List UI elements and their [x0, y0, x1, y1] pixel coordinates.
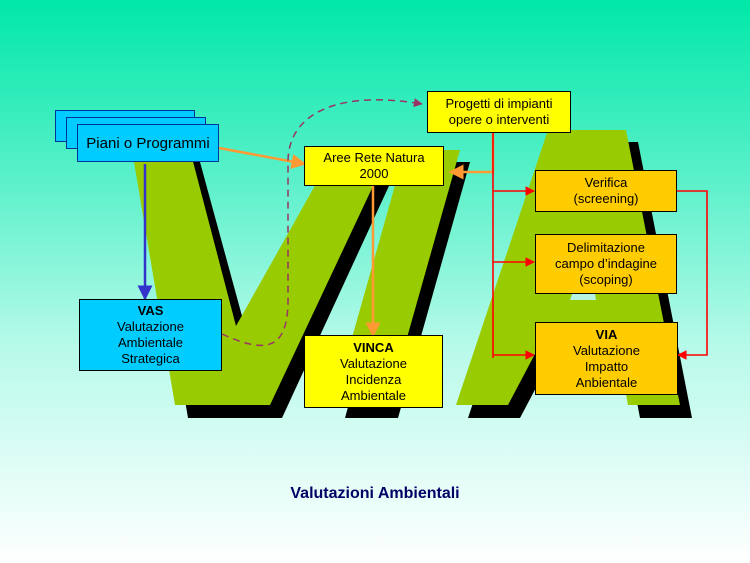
via-title: VIA [595, 326, 618, 342]
progetti-line1: Progetti di impianti [445, 96, 553, 111]
verifica-box[interactable]: Verifica (screening) [535, 170, 677, 212]
piani-programmi-label: Piani o Programmi [86, 134, 210, 152]
vinca-line3: Ambientale [340, 387, 407, 403]
delimitazione-line1: Delimitazione [566, 240, 646, 255]
vas-box[interactable]: VAS Valutazione Ambientale Strategica [79, 299, 222, 371]
vas-line1: Valutazione [117, 319, 184, 334]
dashed-arrow-vas-to-progetti [221, 98, 423, 347]
vas-title: VAS [137, 303, 164, 318]
progetti-box[interactable]: Progetti di impianti opere o interventi [427, 91, 571, 133]
slide-caption: Valutazioni Ambientali [290, 485, 460, 502]
progetti-line2: opere o interventi [448, 112, 550, 127]
piani-programmi-box[interactable]: Piani o Programmi [77, 124, 219, 162]
vinca-line2: Incidenza [345, 371, 402, 387]
vinca-line1: Valutazione [340, 355, 407, 371]
via-line2: Impatto [584, 358, 629, 374]
vinca-box[interactable]: VINCA Valutazione Incidenza Ambientale [304, 335, 443, 408]
delimitazione-box[interactable]: Delimitazione campo d’indagine (scoping) [535, 234, 677, 294]
via-line3: Anbientale [575, 374, 638, 390]
arrow-piani-to-aree [218, 146, 307, 169]
aree-line2: 2000 [359, 166, 389, 181]
aree-rete-natura-box[interactable]: Aree Rete Natura 2000 [304, 146, 444, 186]
verifica-line1: Verifica [584, 175, 628, 190]
vas-line2: Ambientale [117, 335, 184, 350]
delimitazione-line3: (scoping) [579, 272, 633, 287]
verifica-line2: (screening) [573, 191, 639, 206]
red-connectors [492, 133, 708, 360]
via-box[interactable]: VIA Valutazione Impatto Anbientale [535, 322, 678, 395]
delimitazione-line2: campo d’indagine [555, 256, 657, 271]
via-line1: Valutazione [573, 342, 640, 358]
vinca-title: VINCA [353, 339, 394, 355]
aree-line1: Aree Rete Natura [323, 150, 425, 165]
vas-line3: Strategica [121, 351, 180, 366]
